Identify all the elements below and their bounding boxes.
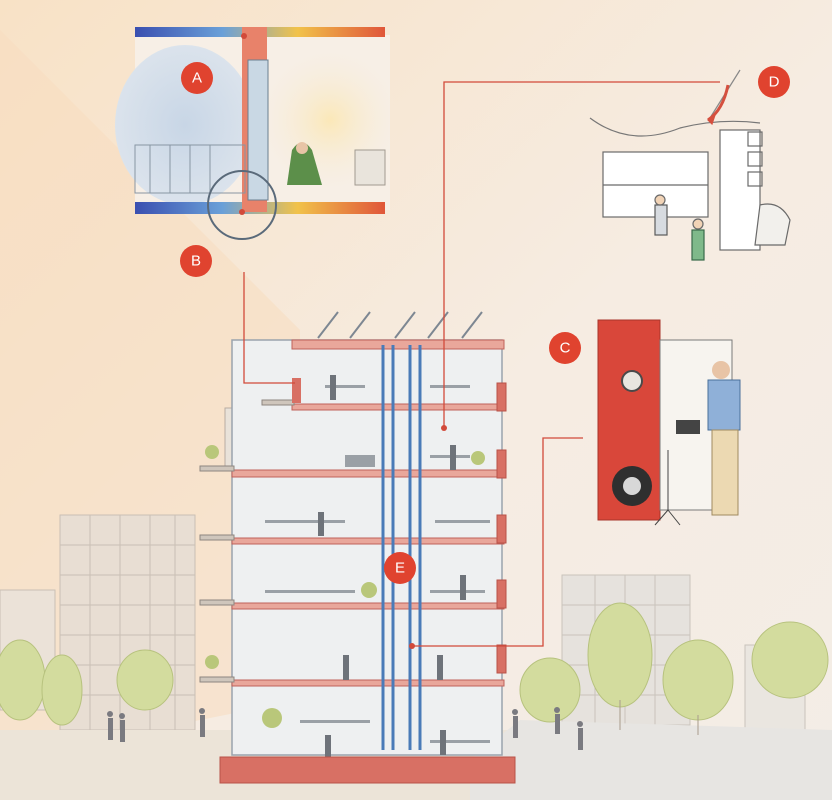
trees <box>0 602 829 735</box>
marker-a-circle <box>181 62 213 94</box>
blower-door-test <box>597 319 741 526</box>
street <box>470 720 832 800</box>
marker-c: C <box>549 332 581 364</box>
marker-d-label: D <box>769 74 780 91</box>
marker-b-label: B <box>191 253 201 270</box>
marker-b: B <box>180 245 212 277</box>
insulated-window-detail <box>115 27 400 240</box>
marker-a: A <box>181 62 213 94</box>
marker-e-circle <box>384 552 416 584</box>
leader-lines <box>243 81 720 647</box>
marker-d-circle <box>758 66 790 98</box>
marker-e: E <box>384 552 416 584</box>
bunk-bed-room <box>589 69 791 261</box>
marker-c-label: C <box>560 340 571 357</box>
marker-c-circle <box>549 332 581 364</box>
leader-dots <box>239 33 447 649</box>
markers: A B C D E <box>180 62 790 584</box>
marker-e-label: E <box>395 560 405 577</box>
magnifier-circle <box>207 170 277 240</box>
facade-panel-left <box>292 378 301 403</box>
marker-a-label: A <box>192 70 202 87</box>
building-section <box>199 311 516 784</box>
pedestrians <box>107 707 583 750</box>
marker-d: D <box>758 66 790 98</box>
marker-b-circle <box>180 245 212 277</box>
